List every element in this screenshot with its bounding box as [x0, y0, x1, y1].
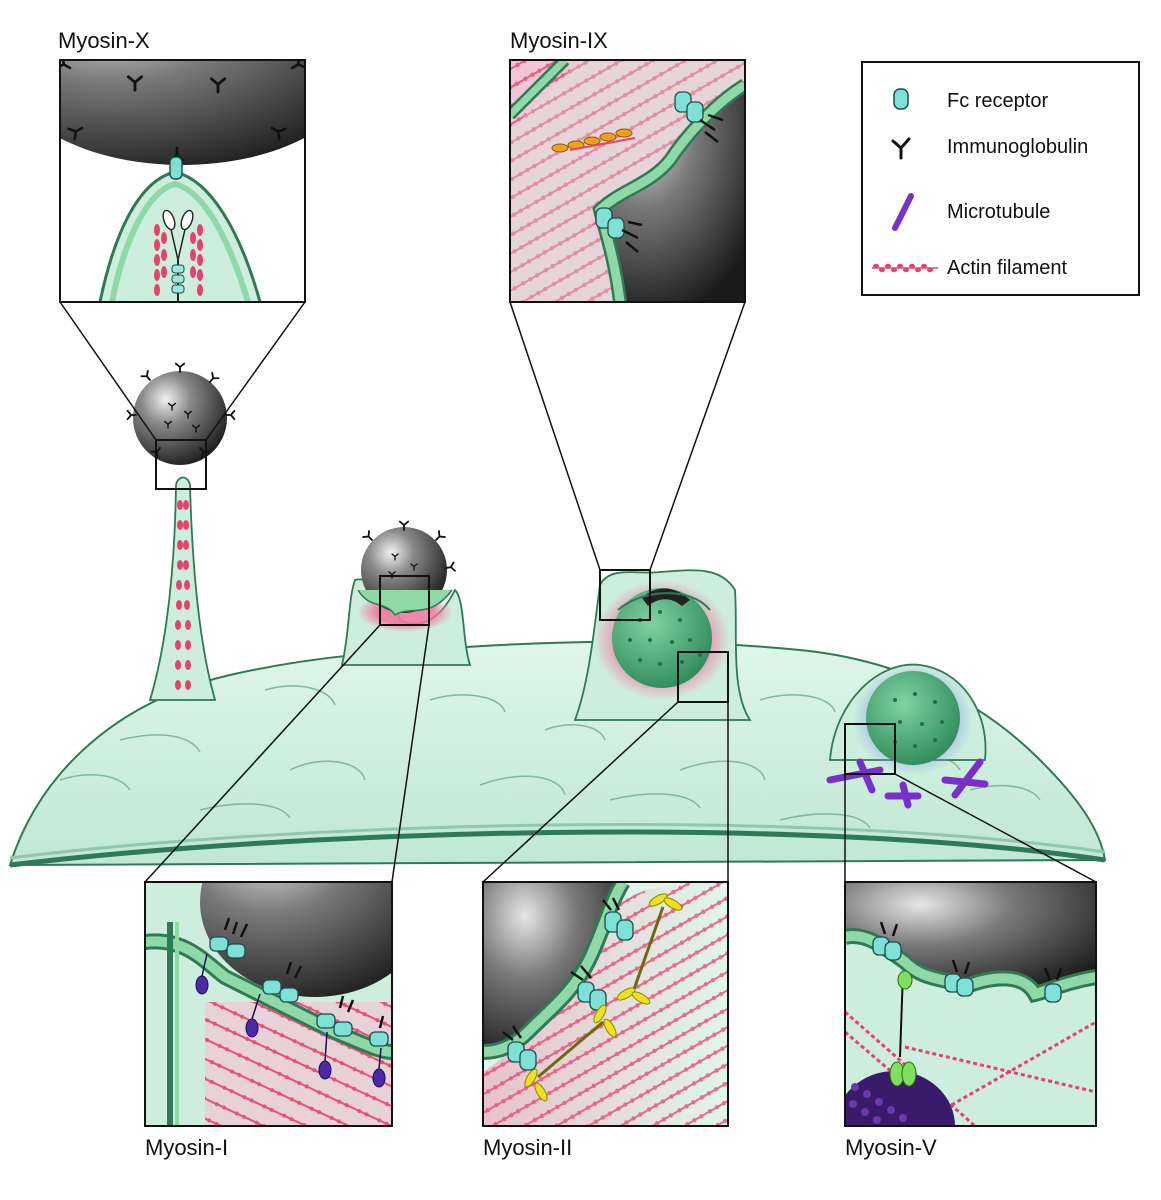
label-myosin-ix: Myosin-IX — [510, 28, 608, 53]
panel-myosin-ix — [509, 59, 746, 303]
opsonized-bead-x — [126, 362, 236, 465]
legend-label-actin-filament: Actin filament — [947, 257, 1067, 279]
label-myosin-i: Myosin-I — [145, 1135, 228, 1160]
panel-myosin-i — [144, 881, 393, 1127]
filopodium — [148, 476, 217, 701]
panel-myosin-v — [844, 881, 1097, 1127]
phagocytic-cup-early — [340, 520, 472, 666]
label-myosin-v: Myosin-V — [845, 1135, 937, 1160]
zoom-box-v — [844, 723, 896, 775]
microtubules — [826, 758, 989, 809]
zoom-box-ix — [599, 569, 651, 621]
phagocytic-cup-closing — [573, 569, 752, 721]
legend-label-microtubule: Microtubule — [947, 201, 1050, 223]
label-myosin-ii: Myosin-II — [483, 1135, 572, 1160]
phagosome — [826, 663, 989, 809]
panel-myosin-ii — [482, 881, 729, 1127]
legend-label-immunoglobulin: Immunoglobulin — [947, 136, 1088, 158]
zoom-box-i — [379, 575, 430, 626]
legend: Fc receptor Immunoglobulin Microtubule A… — [861, 61, 1140, 296]
zoom-box-ii — [677, 651, 729, 703]
microtubule-icon — [892, 193, 914, 231]
label-myosin-x: Myosin-X — [58, 28, 150, 53]
immunoglobulin-icon — [891, 137, 911, 160]
actin-filament-icon — [872, 263, 938, 273]
legend-label-fc-receptor: Fc receptor — [947, 90, 1048, 112]
fc-receptor-icon — [893, 88, 909, 110]
panel-myosin-x — [59, 59, 306, 303]
zoom-box-x — [155, 439, 207, 490]
